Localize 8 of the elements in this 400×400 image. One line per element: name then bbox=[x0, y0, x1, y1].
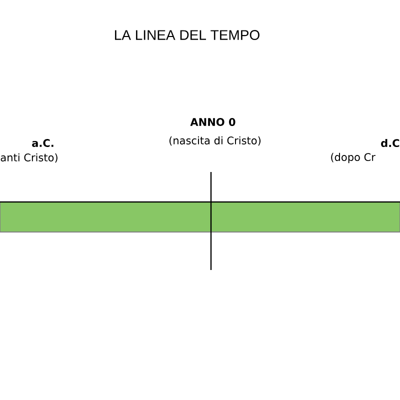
period-heading: a.C. bbox=[32, 139, 54, 147]
period-heading: ANNO 0 bbox=[190, 118, 236, 126]
timeline-bar bbox=[0, 202, 400, 232]
period-note: anti Cristo) bbox=[0, 153, 58, 163]
period-heading: d.C bbox=[381, 138, 400, 148]
period-note: (dopo Cr bbox=[331, 152, 376, 164]
period-note: (nascita di Cristo) bbox=[169, 136, 261, 146]
title: LA LINEA DEL TEMPO bbox=[115, 30, 260, 40]
